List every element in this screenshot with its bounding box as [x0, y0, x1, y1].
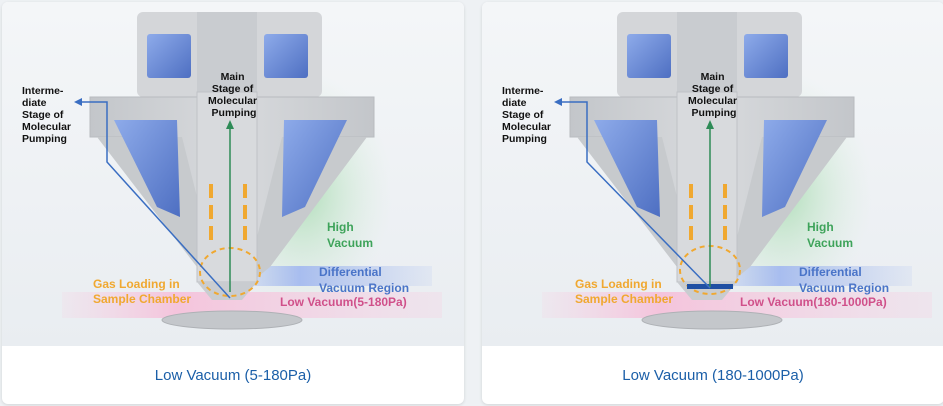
- left-lens: [594, 120, 660, 217]
- gas-loading-label: Gas Loading in Sample Chamber: [93, 277, 191, 306]
- intermediate-arrow-head: [554, 98, 562, 106]
- vacuum-diagram: Interme- diate Stage of Molecular Pumpin…: [482, 2, 943, 346]
- right-pump-block: [264, 34, 308, 78]
- sample-stage: [641, 310, 783, 330]
- differential-vacuum-label: Differential Vacuum Region: [799, 265, 889, 295]
- card-low-vacuum-180-1000[interactable]: Interme- diate Stage of Molecular Pumpin…: [482, 2, 943, 404]
- card-caption[interactable]: Low Vacuum (180-1000Pa): [622, 366, 804, 384]
- low-vacuum-label: Low Vacuum(180-1000Pa): [740, 295, 887, 309]
- top-housing-center: [677, 12, 737, 97]
- main-arrow-head: [706, 120, 714, 129]
- intermediate-stage-label: Interme- diate Stage of Molecular Pumpin…: [22, 85, 74, 145]
- main-stage-label: Main Stage of Molecular Pumping: [688, 71, 740, 119]
- main-arrow-head: [226, 120, 234, 129]
- intermediate-pumping-path: [82, 101, 231, 299]
- gas-loading-label: Gas Loading in Sample Chamber: [575, 277, 673, 306]
- column-tip: [197, 282, 257, 300]
- top-housing-center: [197, 12, 257, 97]
- central-column: [676, 91, 738, 283]
- differential-vacuum-band: [692, 266, 912, 286]
- high-vacuum-label: High Vacuum: [807, 220, 853, 250]
- low-vacuum-label: Low Vacuum(5-180Pa): [280, 295, 407, 309]
- right-lens: [762, 120, 827, 217]
- high-vacuum-label: High Vacuum: [327, 220, 373, 250]
- right-pump-block: [744, 34, 788, 78]
- intermediate-pumping-path: [562, 101, 711, 289]
- sample-stage: [161, 310, 303, 330]
- left-pump-block: [627, 34, 671, 78]
- vacuum-diagram: Interme- diate Stage of Molecular Pumpin…: [2, 2, 464, 346]
- differential-vacuum-label: Differential Vacuum Region: [319, 265, 409, 295]
- main-stage-label: Main Stage of Molecular Pumping: [208, 71, 260, 119]
- intermediate-stage-label: Interme- diate Stage of Molecular Pumpin…: [502, 85, 554, 145]
- differential-vacuum-band: [212, 266, 432, 286]
- right-cone: [227, 137, 367, 294]
- intermediate-arrow-head: [74, 98, 82, 106]
- card-low-vacuum-5-180[interactable]: Interme- diate Stage of Molecular Pumpin…: [2, 2, 464, 404]
- orange-gas-markers: [209, 184, 247, 240]
- card-caption[interactable]: Low Vacuum (5-180Pa): [154, 366, 312, 384]
- right-cone: [707, 137, 847, 294]
- left-pump-block: [147, 34, 191, 78]
- orange-gas-markers: [689, 184, 727, 240]
- right-lens: [282, 120, 347, 217]
- left-lens: [114, 120, 180, 217]
